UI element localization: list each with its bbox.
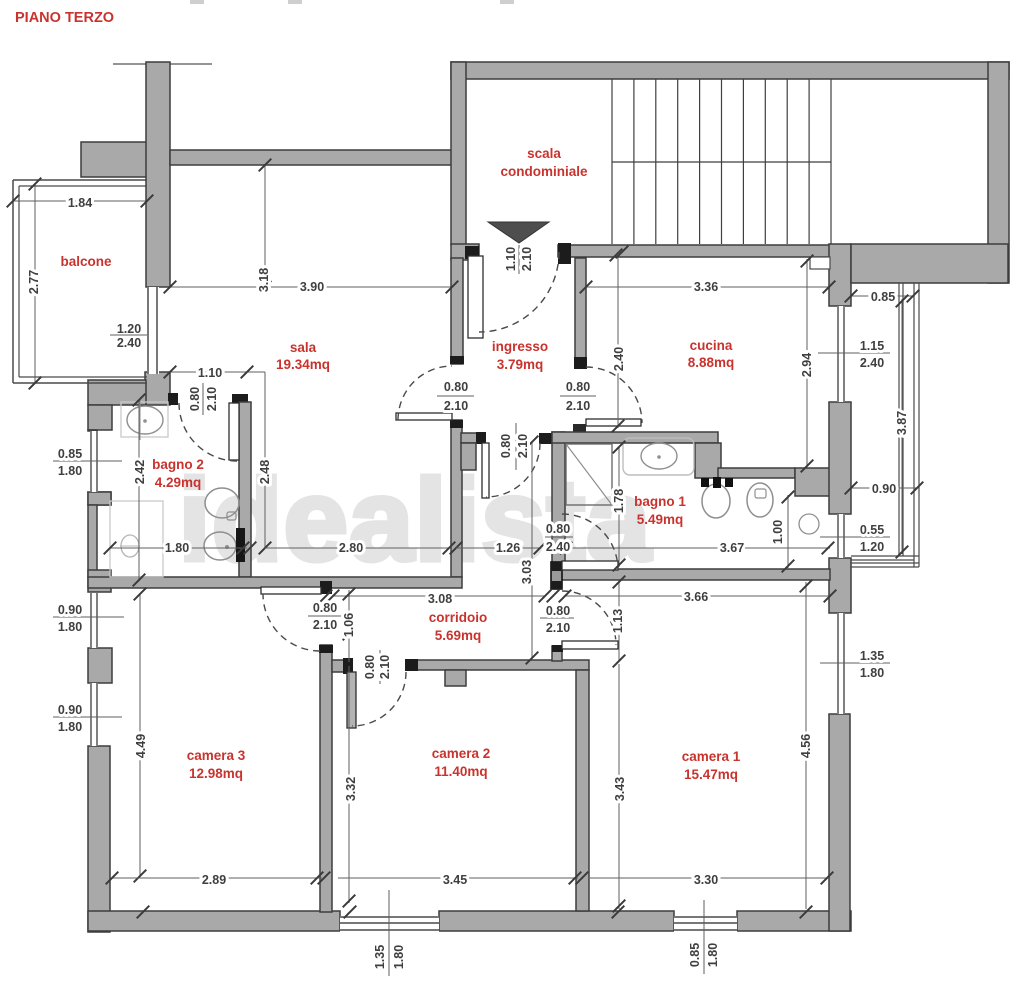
- svg-text:5.69mq: 5.69mq: [435, 628, 482, 643]
- svg-text:3.36: 3.36: [694, 280, 718, 294]
- svg-text:3.30: 3.30: [694, 873, 718, 887]
- svg-text:1.35: 1.35: [860, 649, 884, 663]
- svg-text:1.80: 1.80: [860, 666, 884, 680]
- svg-text:balcone: balcone: [60, 254, 112, 269]
- svg-text:2.89: 2.89: [202, 873, 226, 887]
- svg-text:3.08: 3.08: [428, 592, 452, 606]
- svg-text:1.80: 1.80: [58, 464, 82, 478]
- svg-text:0.80: 0.80: [566, 380, 590, 394]
- svg-text:camera 3: camera 3: [187, 748, 246, 763]
- svg-text:sala: sala: [290, 340, 317, 355]
- svg-text:ingresso: ingresso: [492, 339, 548, 354]
- svg-text:1.84: 1.84: [68, 196, 92, 210]
- svg-text:camera 1: camera 1: [682, 749, 741, 764]
- svg-text:11.40mq: 11.40mq: [434, 764, 487, 779]
- svg-text:1.10: 1.10: [504, 247, 518, 271]
- svg-text:0.80: 0.80: [546, 522, 570, 536]
- svg-text:15.47mq: 15.47mq: [684, 767, 738, 782]
- svg-text:12.98mq: 12.98mq: [189, 766, 243, 781]
- svg-text:8.88mq: 8.88mq: [688, 355, 735, 370]
- svg-text:0.85: 0.85: [688, 943, 702, 967]
- svg-text:3.79mq: 3.79mq: [497, 357, 544, 372]
- svg-text:2.10: 2.10: [313, 618, 337, 632]
- svg-text:0.80: 0.80: [499, 434, 513, 458]
- svg-text:0.90: 0.90: [58, 703, 82, 717]
- svg-text:2.48: 2.48: [258, 460, 272, 484]
- svg-text:2.40: 2.40: [546, 540, 570, 554]
- svg-text:2.80: 2.80: [339, 541, 363, 555]
- svg-text:1.26: 1.26: [496, 541, 520, 555]
- svg-text:1.80: 1.80: [392, 945, 406, 969]
- svg-text:1.00: 1.00: [771, 520, 785, 544]
- svg-text:bagno 2: bagno 2: [152, 457, 204, 472]
- svg-text:0.90: 0.90: [872, 482, 896, 496]
- svg-text:2.10: 2.10: [566, 399, 590, 413]
- svg-text:0.90: 0.90: [58, 603, 82, 617]
- svg-text:0.80: 0.80: [546, 604, 570, 618]
- svg-text:0.85: 0.85: [58, 447, 82, 461]
- svg-text:0.85: 0.85: [871, 290, 895, 304]
- svg-text:4.29mq: 4.29mq: [155, 475, 202, 490]
- svg-text:1.15: 1.15: [860, 339, 884, 353]
- svg-text:3.67: 3.67: [720, 541, 744, 555]
- svg-text:2.40: 2.40: [860, 356, 884, 370]
- svg-text:1.06: 1.06: [342, 613, 356, 637]
- svg-text:1.10: 1.10: [198, 366, 222, 380]
- svg-text:camera 2: camera 2: [432, 746, 491, 761]
- svg-text:1.80: 1.80: [165, 541, 189, 555]
- svg-text:3.66: 3.66: [684, 590, 708, 604]
- svg-text:3.18: 3.18: [257, 268, 271, 292]
- svg-text:2.10: 2.10: [205, 387, 219, 411]
- svg-text:0.80: 0.80: [363, 655, 377, 679]
- svg-text:1.35: 1.35: [373, 945, 387, 969]
- svg-text:3.03: 3.03: [520, 560, 534, 584]
- svg-text:0.80: 0.80: [444, 380, 468, 394]
- svg-text:0.80: 0.80: [188, 387, 202, 411]
- svg-text:19.34mq: 19.34mq: [276, 357, 330, 372]
- svg-text:2.10: 2.10: [520, 247, 534, 271]
- svg-text:2.40: 2.40: [117, 336, 141, 350]
- svg-text:3.45: 3.45: [443, 873, 467, 887]
- svg-text:3.87: 3.87: [895, 411, 909, 435]
- svg-text:1.20: 1.20: [860, 540, 884, 554]
- svg-text:3.32: 3.32: [344, 777, 358, 801]
- svg-text:3.90: 3.90: [300, 280, 324, 294]
- svg-text:4.56: 4.56: [799, 734, 813, 758]
- svg-text:2.40: 2.40: [612, 347, 626, 371]
- svg-text:0.80: 0.80: [313, 601, 337, 615]
- svg-text:4.49: 4.49: [134, 734, 148, 758]
- svg-text:5.49mq: 5.49mq: [637, 512, 684, 527]
- svg-text:2.10: 2.10: [516, 434, 530, 458]
- svg-text:bagno 1: bagno 1: [634, 494, 686, 509]
- svg-text:scala: scala: [527, 146, 561, 161]
- svg-text:1.20: 1.20: [117, 322, 141, 336]
- svg-text:0.55: 0.55: [860, 523, 884, 537]
- svg-text:2.77: 2.77: [27, 270, 41, 294]
- svg-text:1.78: 1.78: [612, 489, 626, 513]
- svg-text:corridoio: corridoio: [429, 610, 488, 625]
- svg-text:2.10: 2.10: [378, 655, 392, 679]
- svg-text:1.80: 1.80: [58, 620, 82, 634]
- svg-text:condominiale: condominiale: [500, 164, 588, 179]
- svg-text:1.80: 1.80: [706, 943, 720, 967]
- svg-text:PIANO TERZO: PIANO TERZO: [15, 10, 114, 26]
- svg-text:3.43: 3.43: [613, 777, 627, 801]
- svg-text:2.10: 2.10: [444, 399, 468, 413]
- svg-text:2.10: 2.10: [546, 621, 570, 635]
- svg-text:1.80: 1.80: [58, 720, 82, 734]
- svg-text:cucina: cucina: [690, 338, 733, 353]
- svg-text:1.13: 1.13: [611, 609, 625, 633]
- svg-text:2.42: 2.42: [133, 460, 147, 484]
- svg-text:2.94: 2.94: [800, 353, 814, 377]
